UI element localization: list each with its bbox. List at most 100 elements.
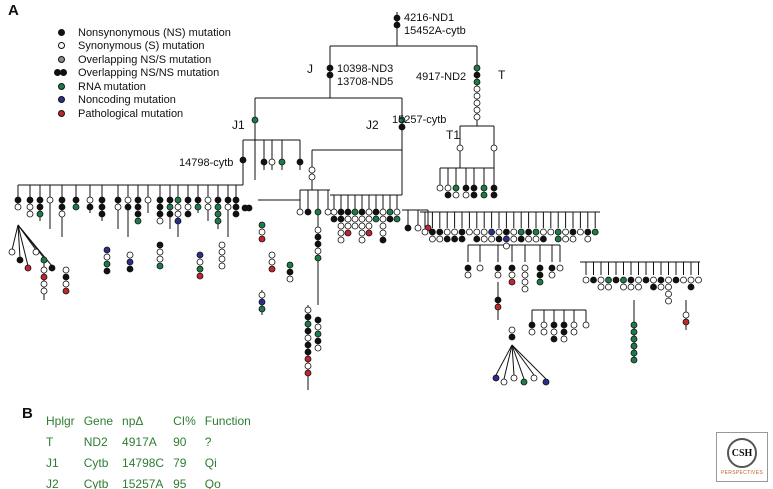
s-mutation-dot: [204, 196, 212, 204]
ns-mutation-dot: [473, 71, 481, 79]
noncoding-mutation-dot: [502, 235, 510, 243]
s-mutation-dot: [379, 215, 387, 223]
s-mutation-dot: [462, 191, 470, 199]
s-mutation-dot: [218, 241, 226, 249]
ns-mutation-dot: [103, 267, 111, 275]
rna-mutation-dot: [278, 158, 286, 166]
s-mutation-dot: [337, 229, 345, 237]
s-mutation-dot: [464, 271, 472, 279]
s-mutation-dot: [304, 362, 312, 370]
legend-item-ns: Nonsynonymous (NS) mutation: [58, 26, 231, 40]
table-row: J2 Cytb 15257A 95 Qo: [46, 473, 260, 489]
ns-mutation-dot: [314, 316, 322, 324]
s-mutation-dot: [569, 235, 577, 243]
legend-marker-rna: [58, 82, 78, 92]
s-mutation-dot: [337, 222, 345, 230]
rna-mutation-dot: [304, 320, 312, 328]
ns-mutation-dot: [194, 196, 202, 204]
pathological-mutation-dot: [508, 278, 516, 286]
ns-mutation-dot: [560, 321, 568, 329]
s-mutation-dot: [532, 235, 540, 243]
rna-mutation-dot: [251, 116, 259, 124]
ns-mutation-dot: [16, 256, 24, 264]
rna-mutation-dot: [214, 210, 222, 218]
ns-mutation-dot: [286, 268, 294, 276]
rna-mutation-dot: [532, 228, 540, 236]
ns-mutation-dot: [372, 208, 380, 216]
ns-mutation-dot: [584, 228, 592, 236]
ns-mutation-dot: [239, 156, 247, 164]
s-mutation-dot: [540, 228, 547, 236]
ns-mutation-dot: [58, 203, 66, 211]
legend-marker-s: [58, 41, 78, 51]
noncoding-mutation-dot: [258, 298, 266, 306]
table-row: J1 Cytb 14798C 79 Qi: [46, 452, 260, 473]
ns-mutation-dot: [451, 235, 459, 243]
pathological-mutation-dot: [24, 264, 32, 272]
s-mutation-dot: [218, 248, 226, 256]
ns-mutation-dot: [134, 203, 142, 211]
ns-mutation-dot: [386, 215, 394, 223]
rna-mutation-dot: [314, 254, 322, 262]
ns-mutation-dot: [379, 236, 387, 244]
ns-mutation-dot: [536, 264, 544, 272]
s-mutation-dot: [508, 326, 516, 334]
mutation-label-j1-1: 14798-cytb: [179, 157, 234, 169]
ns-mutation-dot: [494, 296, 502, 304]
ns-mutation-dot: [72, 196, 80, 204]
legend-marker-noncoding: [58, 95, 78, 105]
ns-mutation-dot: [627, 276, 635, 284]
ns-mutation-dot: [650, 283, 657, 291]
s-mutation-dot: [521, 285, 529, 293]
rna-mutation-dot: [214, 203, 222, 211]
ns-mutation-dot: [536, 271, 544, 279]
ns-mutation-dot: [314, 240, 322, 248]
s-mutation-dot: [480, 235, 488, 243]
s-mutation-dot: [40, 280, 48, 288]
s-mutation-dot: [510, 228, 518, 236]
rna-mutation-dot: [630, 321, 638, 329]
haplogroup-label-j2: J2: [366, 118, 379, 132]
s-mutation-dot: [156, 255, 164, 263]
ns-mutation-dot: [550, 335, 558, 343]
s-mutation-dot: [665, 283, 672, 291]
s-mutation-dot: [40, 287, 48, 295]
s-mutation-dot: [548, 271, 556, 279]
ns-mutation-dot: [58, 196, 66, 204]
rna-mutation-dot: [517, 228, 525, 236]
ns-mutation-dot: [326, 71, 334, 79]
s-mutation-dot: [508, 271, 516, 279]
s-mutation-dot: [314, 247, 322, 255]
s-mutation-dot: [521, 271, 529, 279]
noncoding-mutation-dot: [196, 251, 204, 259]
s-mutation-dot: [476, 264, 484, 272]
ns-mutation-dot: [156, 210, 164, 218]
ns-mutation-dot: [232, 203, 240, 211]
legend-label: Synonymous (S) mutation: [78, 40, 205, 53]
s-mutation-dot: [351, 222, 359, 230]
table-cell: ?: [204, 434, 212, 449]
s-mutation-dot: [156, 248, 164, 256]
legend-item-ns-ns: Overlapping NS/NS mutation: [54, 67, 231, 81]
noncoding-mutation-dot: [488, 228, 496, 236]
noncoding-mutation-dot: [126, 258, 134, 266]
tree-branch: [511, 344, 525, 380]
s-mutation-dot: [480, 228, 488, 236]
ns-mutation-dot: [470, 191, 478, 199]
legend-item-noncoding: Noncoding mutation: [58, 94, 231, 108]
s-mutation-dot: [495, 228, 503, 236]
ns-mutation-dot: [436, 228, 444, 236]
s-mutation-dot: [344, 215, 352, 223]
rna-mutation-dot: [620, 276, 627, 284]
rna-mutation-dot: [40, 256, 48, 264]
pathological-mutation-dot: [196, 272, 204, 280]
tree-branch: [511, 344, 535, 376]
s-mutation-dot: [530, 374, 538, 382]
ns-mutation-dot: [540, 235, 547, 243]
mutation-label-j-2: 13708-ND5: [337, 76, 394, 88]
table-cell: T: [46, 434, 54, 449]
ns-mutation-dot: [36, 203, 44, 211]
rna-mutation-dot: [591, 228, 599, 236]
logo-subtitle: PERSPECTIVES: [721, 470, 763, 476]
